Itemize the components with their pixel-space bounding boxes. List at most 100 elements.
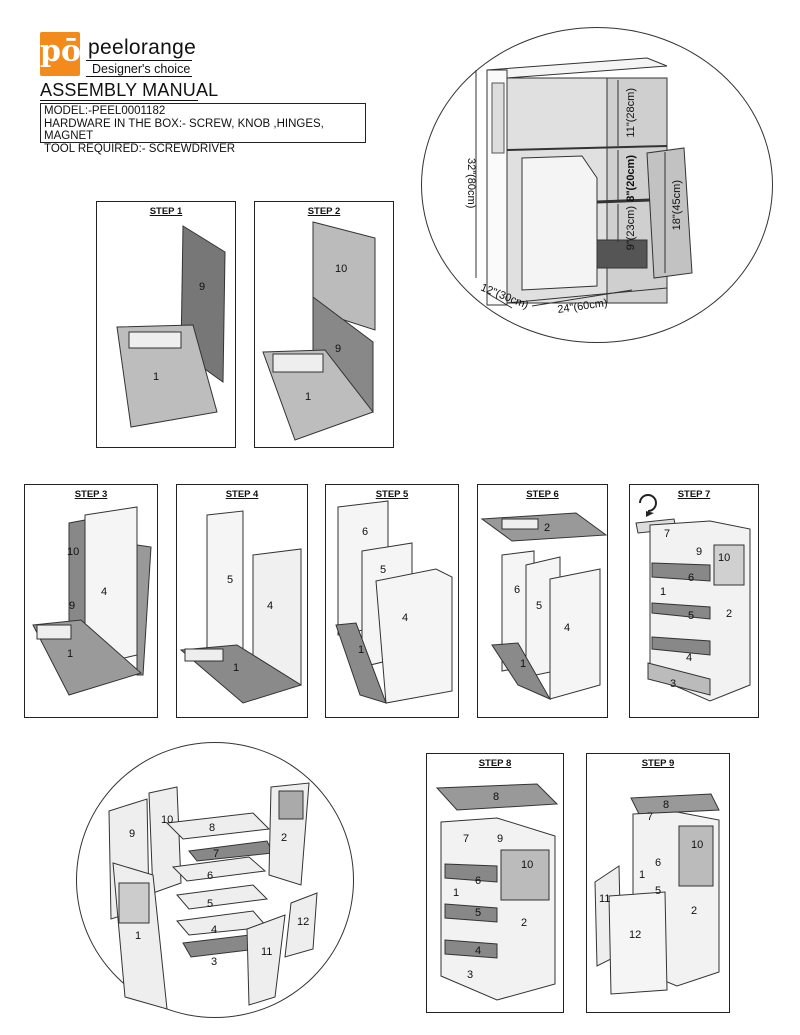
divider: [40, 100, 198, 101]
step-2-panel: STEP 2 10 9 1: [254, 201, 394, 448]
step-2-illustration: 10 9 1: [262, 221, 376, 441]
part-label-2: 2: [691, 905, 697, 917]
part-label-11: 11: [599, 893, 610, 905]
part-label-10: 10: [161, 814, 173, 826]
dim-mid-height: 8"(20cm): [625, 155, 637, 202]
part-label-4: 4: [101, 586, 107, 598]
brand-logo-glyph: pō: [40, 34, 81, 69]
part-label-3: 3: [467, 969, 473, 981]
part-label-10: 10: [521, 859, 533, 871]
dim-door-height: 18"(45cm): [671, 180, 683, 230]
part-label-9: 9: [335, 343, 341, 355]
part-label-4: 4: [686, 652, 692, 664]
part-label-9: 9: [69, 600, 75, 612]
step-4-title: STEP 4: [225, 489, 259, 500]
part-label-2: 2: [521, 917, 527, 929]
rotate-icon: [639, 494, 657, 512]
overview-circle: 32"(80cm) 11"(28cm) 8"(20cm) 9"(23cm) 18…: [421, 27, 773, 343]
step-3-title: STEP 3: [74, 489, 108, 500]
model-text: MODEL:-PEEL0001182: [44, 105, 166, 117]
part-label-6: 6: [207, 870, 213, 882]
part-label-12: 12: [297, 916, 309, 928]
step-7-title: STEP 7: [677, 489, 711, 500]
step-3-illustration: 10 9 4 1: [32, 506, 152, 696]
step-8-illustration: 8 7 9 10 6 1 5 2 4 3: [435, 783, 559, 1001]
part-label-1: 1: [135, 930, 141, 942]
step-6-title: STEP 6: [526, 489, 559, 500]
step-7-illustration: 7 9 10 6 1 5 2 4 3: [635, 494, 751, 702]
step-7-panel: STEP 7 7 9 10 6 1 5 2 4 3: [629, 484, 759, 718]
step-9-illustration: 8 7 10 6 1 5 2 11 12: [594, 793, 720, 995]
part-label-5: 5: [475, 907, 481, 919]
step-9-title: STEP 9: [641, 758, 675, 769]
page-title: ASSEMBLY MANUAL: [40, 80, 219, 100]
divider: [86, 76, 192, 77]
part-label-7: 7: [463, 833, 469, 845]
part-label-8: 8: [209, 822, 215, 834]
step-1-illustration: 9 1: [116, 225, 226, 428]
step-4-illustration: 5 4 1: [179, 510, 303, 704]
step-5-illustration: 6 5 4 1: [335, 500, 453, 704]
part-label-4: 4: [475, 945, 481, 957]
step-1-title: STEP 1: [149, 206, 183, 217]
step-8-title: STEP 8: [478, 758, 512, 769]
part-label-9: 9: [129, 828, 135, 840]
part-label-9: 9: [696, 546, 702, 558]
part-label-8: 8: [493, 791, 499, 803]
exploded-view-circle: 9 10 8 7 6 5 4 3 1 2 11 12: [76, 742, 354, 1018]
part-label-6: 6: [362, 526, 368, 538]
part-label-2: 2: [281, 832, 287, 844]
part-label-1: 1: [153, 371, 159, 383]
part-label-6: 6: [475, 875, 481, 887]
part-label-7: 7: [213, 848, 219, 860]
part-label-4: 4: [267, 600, 273, 612]
part-label-4: 4: [564, 622, 570, 634]
part-label-1: 1: [233, 662, 239, 674]
dim-total-height: 32"(80cm): [465, 158, 477, 208]
part-label-5: 5: [227, 574, 233, 586]
step-8-panel: STEP 8 8 7 9 10 6 1 5 2 4 3: [426, 753, 564, 1013]
part-label-3: 3: [670, 678, 676, 690]
part-label-1: 1: [520, 658, 526, 670]
part-label-5: 5: [207, 898, 213, 910]
step-3-panel: STEP 3 10 9 4 1: [24, 484, 158, 718]
brand-name: peelorange: [88, 36, 197, 59]
part-label-5: 5: [655, 885, 661, 897]
part-label-10: 10: [691, 839, 703, 851]
dim-low-height: 9"(23cm): [625, 206, 637, 250]
part-label-7: 7: [647, 811, 653, 823]
part-label-3: 3: [211, 956, 217, 968]
step-5-title: STEP 5: [375, 489, 409, 500]
part-label-1: 1: [358, 644, 364, 656]
part-label-4: 4: [402, 612, 408, 624]
part-label-2: 2: [726, 608, 732, 620]
part-label-12: 12: [629, 929, 641, 941]
part-label-9: 9: [199, 281, 205, 293]
part-label-10: 10: [718, 552, 730, 564]
part-label-10: 10: [335, 263, 347, 275]
part-label-1: 1: [67, 648, 73, 660]
part-label-5: 5: [536, 600, 542, 612]
cabinet-dimension-diagram: 32"(80cm) 11"(28cm) 8"(20cm) 9"(23cm) 18…: [465, 57, 693, 316]
step-4-panel: STEP 4 5 4 1: [176, 484, 308, 718]
part-label-10: 10: [67, 546, 79, 558]
exploded-view-illustration: 9 10 8 7 6 5 4 3 1 2 11 12: [108, 782, 318, 1010]
brand-tagline: Designer's choice: [92, 62, 191, 76]
part-label-5: 5: [688, 610, 694, 622]
step-6-panel: STEP 6 2 6 5 4 1: [477, 484, 608, 718]
step-6-illustration: 2 6 5 4 1: [480, 512, 607, 701]
part-label-8: 8: [663, 799, 669, 811]
product-info-box: MODEL:-PEEL0001182 HARDWARE IN THE BOX:-…: [40, 103, 366, 155]
dim-top-height: 11"(28cm): [625, 88, 637, 138]
part-label-6: 6: [655, 857, 661, 869]
part-label-1: 1: [453, 887, 459, 899]
part-label-5: 5: [380, 564, 386, 576]
part-label-1: 1: [639, 869, 645, 881]
part-label-6: 6: [688, 572, 694, 584]
part-label-11: 11: [261, 946, 272, 958]
part-label-6: 6: [514, 584, 520, 596]
step-2-title: STEP 2: [307, 206, 341, 217]
part-label-2: 2: [544, 522, 550, 534]
step-9-panel: STEP 9 8 7 10 6 1 5 2 11 12: [586, 753, 730, 1013]
divider: [86, 60, 192, 61]
